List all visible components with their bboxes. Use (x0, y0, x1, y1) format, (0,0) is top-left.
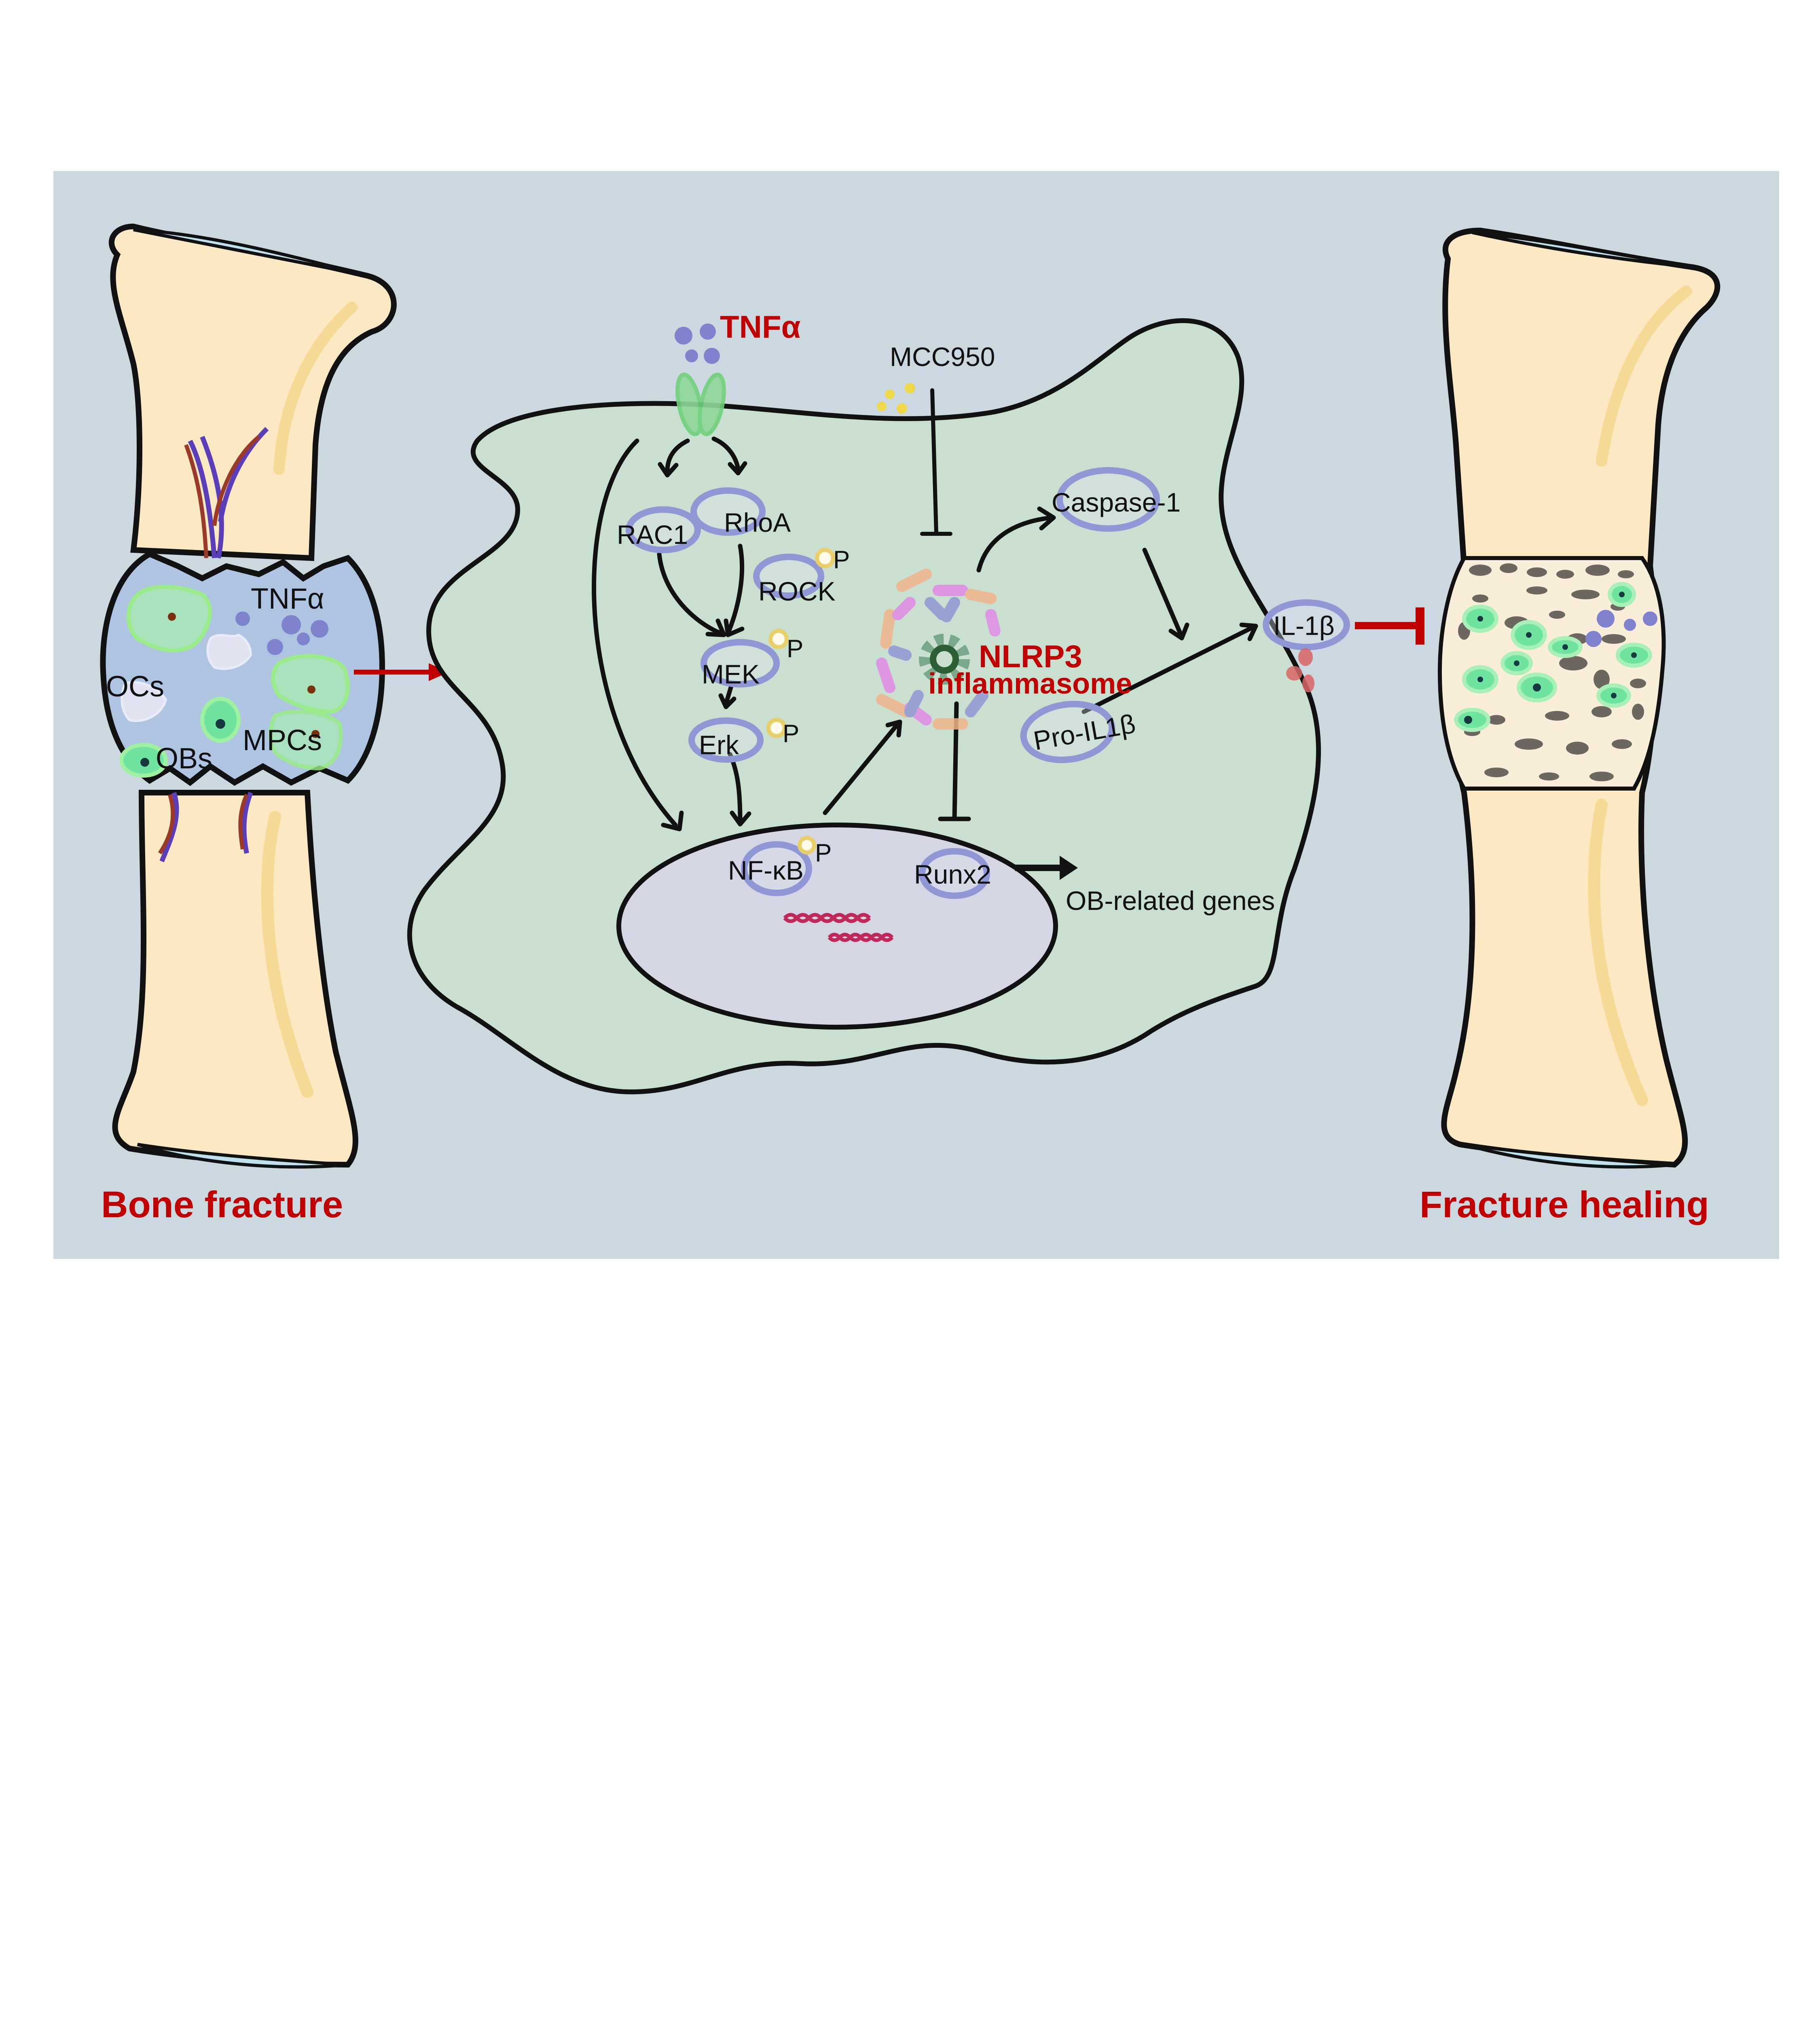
healed-bone (1437, 227, 1721, 1169)
phospho-bead (766, 718, 787, 738)
protein-nfkb: P NF-κB (728, 836, 832, 896)
protein-rock: P ROCK (753, 546, 850, 606)
bone-matrix-pattern (1458, 563, 1646, 781)
osteoclast-cell (121, 681, 167, 722)
protein-pro-il1b: Pro-IL1β (1020, 700, 1138, 764)
mpc-nucleus (307, 685, 315, 694)
nlrp3-core-icon (919, 634, 970, 685)
phospho-label-nfkb: P (815, 839, 832, 867)
blood-vessel (158, 793, 249, 854)
protein-label-rhoa: RhoA (724, 508, 791, 537)
bone-highlight-lower (1588, 799, 1648, 1106)
mpc-cell (271, 654, 350, 714)
mpc-cell (268, 709, 343, 771)
phospho-label-mek: P (787, 635, 803, 663)
arrow-bone-to-cell (354, 663, 449, 681)
ligand-label-tnf: TNFα (720, 309, 801, 345)
phospho-bead (768, 629, 789, 649)
protein-label-erk: Erk (699, 730, 739, 760)
mpc-nucleus (168, 613, 176, 621)
protein-label-rac1: RAC1 (617, 520, 688, 550)
protein-rac1: RAC1 (617, 506, 701, 553)
bone-bottom-cartilage (1463, 1143, 1675, 1169)
output-label-ob-genes: OB-related genes (1066, 886, 1275, 916)
tnf-molecule (297, 632, 310, 645)
il1b-molecule-icon (1286, 648, 1314, 692)
inhibition-mcc950-to-nlrp3 (920, 388, 952, 536)
bone-bottom-cartilage (137, 1143, 348, 1169)
bone-top-cartilage (133, 228, 365, 277)
tnf-molecules-healed (1585, 610, 1657, 647)
tnf-ligand-icon (675, 324, 720, 364)
protein-label-runx2: Runx2 (914, 859, 991, 889)
phospho-bead (798, 836, 816, 854)
protein-erk: P Erk (688, 717, 799, 763)
inflammasome-label-line2: inflammasome (928, 668, 1132, 700)
nlrp3-inflammasome-icon (876, 569, 1001, 730)
title-bone-fracture: Bone fracture (101, 1184, 343, 1225)
bone-highlight (1596, 286, 1692, 467)
bone-highlight-lower (261, 811, 313, 1098)
osteoblasts-healed (1454, 582, 1652, 732)
mcc950-molecule-icon (877, 383, 915, 414)
protein-label-il1b: IL-1β (1273, 611, 1335, 641)
callus-label-obs: OBs (156, 742, 212, 775)
tnf-molecule (281, 615, 301, 635)
protein-label-nfkb: NF-κB (728, 855, 804, 885)
tnf-molecule (267, 639, 283, 655)
protein-il1b: IL-1β (1263, 599, 1350, 692)
title-fracture-healing: Fracture healing (1420, 1184, 1709, 1225)
bone-top-cartilage (1472, 231, 1691, 269)
protein-rhoa: RhoA (690, 487, 791, 537)
fractured-bone: TNFα OCs OBs MPCs (100, 223, 397, 1169)
osteoblast-nucleus (216, 719, 225, 729)
callus-label-mpcs: MPCs (243, 724, 322, 757)
inflammasome-label-line1: NLRP3 (979, 639, 1082, 674)
tnf-molecule (235, 611, 250, 626)
protein-caspase1: Caspase-1 (1052, 467, 1181, 532)
dna-icon (783, 913, 894, 942)
phospho-bead (815, 548, 835, 568)
pathway-arrows (592, 436, 1258, 831)
protein-runx2: Runx2 (914, 848, 991, 899)
tnf-molecule (311, 620, 328, 638)
inhibition-il1b-to-healing (1355, 607, 1424, 645)
blood-vessel (184, 435, 260, 558)
tnf-receptor-icon (675, 372, 726, 436)
phospho-label-erk: P (783, 720, 799, 748)
osteoclast-cell (206, 633, 252, 670)
arrow-runx2-to-genes (1015, 856, 1078, 880)
protein-label-caspase1: Caspase-1 (1052, 487, 1181, 517)
phospho-label-rock: P (833, 546, 850, 574)
bone-highlight (273, 302, 358, 475)
callus-label-ocs: OCs (106, 670, 164, 703)
protein-mek: P MEK (700, 629, 803, 689)
osteoblast-nucleus (140, 758, 149, 767)
protein-label-rock: ROCK (758, 576, 836, 606)
blood-vessel (159, 791, 253, 863)
callus-label-tnf: TNFα (251, 583, 324, 615)
inhibitor-label-mcc950: MCC950 (890, 342, 995, 372)
protein-label-mek: MEK (702, 659, 760, 689)
mpc-cell-schematic: TNFα MCC950 (407, 309, 1321, 1095)
nucleus (616, 823, 1058, 1030)
mpc-nucleus (311, 730, 320, 738)
